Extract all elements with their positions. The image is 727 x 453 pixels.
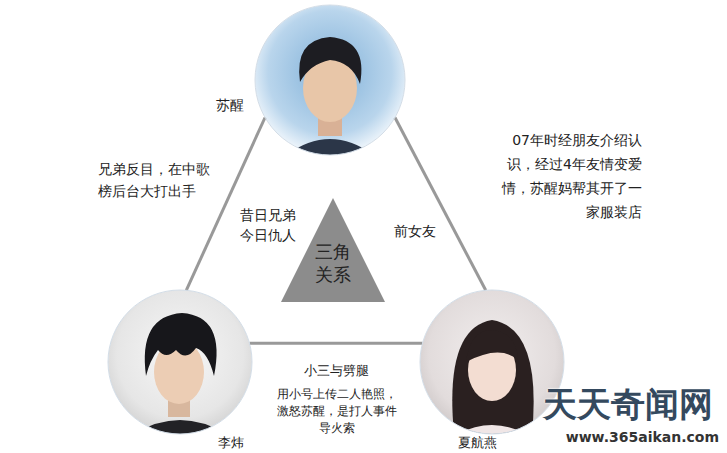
label-holder: 07年时经朋友介绍认识，经过4年友情变爱情，苏醒妈帮其开了一家服装店 (500, 128, 642, 224)
edge-label-holder: 前女友 (394, 222, 440, 240)
circle-outline (420, 290, 564, 434)
bangs-shape (466, 330, 518, 362)
edge-label-holder: 小三与劈腿 (296, 362, 376, 379)
hair-shape (145, 313, 217, 376)
relation-line (395, 118, 486, 291)
circle-outline (255, 5, 405, 155)
photo-ground (420, 290, 564, 434)
portrait-right (420, 290, 564, 440)
label-holder: 用小号上传二人艳照，激怒苏醒，是打人事件导火索 (276, 386, 398, 437)
person-circle: 李炜 (100, 290, 260, 450)
circle-shape (200, 5, 410, 160)
person-name: 夏航燕 (458, 436, 497, 449)
photo-ground (255, 5, 405, 155)
circle-shape (100, 290, 260, 450)
person-name: 李炜 (218, 436, 244, 449)
note-text: 07年时经朋友介绍认识，经过4年友情变爱情，苏醒妈帮其开了一家服装店 (500, 128, 642, 224)
watermark-text: 天天奇闻网 (543, 384, 719, 424)
label-holder: 天天奇闻网 (543, 384, 719, 424)
edge-label: 小三与劈腿 (296, 362, 376, 379)
relation-line (186, 118, 265, 291)
person-circle: 苏醒 (200, 5, 410, 160)
note-text: 用小号上传二人艳照，激怒苏醒，是打人事件导火索 (276, 386, 398, 437)
shirt-shape (280, 139, 380, 160)
person-circle: 夏航燕 (412, 290, 572, 450)
edge-label: 前女友 (394, 222, 440, 240)
person-name: 苏醒 (216, 98, 244, 112)
photo-ground (108, 290, 252, 434)
circle-outline (108, 290, 252, 434)
edge-label: 昔日兄弟 今日仇人 (240, 205, 302, 245)
hair-shape (452, 320, 533, 434)
relation-line (250, 342, 423, 345)
circle-shape (412, 290, 572, 450)
note-text: 兄弟反目，在中歌榜后台大打出手 (98, 158, 216, 202)
label-holder: www.365aikan.com (543, 428, 719, 446)
center-title: 三角 关系 (313, 240, 353, 287)
portrait-left (108, 290, 252, 440)
watermark-url: www.365aikan.com (543, 428, 719, 446)
portrait-top (255, 5, 405, 160)
label-holder: 兄弟反目，在中歌榜后台大打出手 (98, 158, 216, 202)
edge-label-holder: 昔日兄弟 今日仇人 (240, 205, 302, 245)
hair-shape (299, 37, 361, 84)
